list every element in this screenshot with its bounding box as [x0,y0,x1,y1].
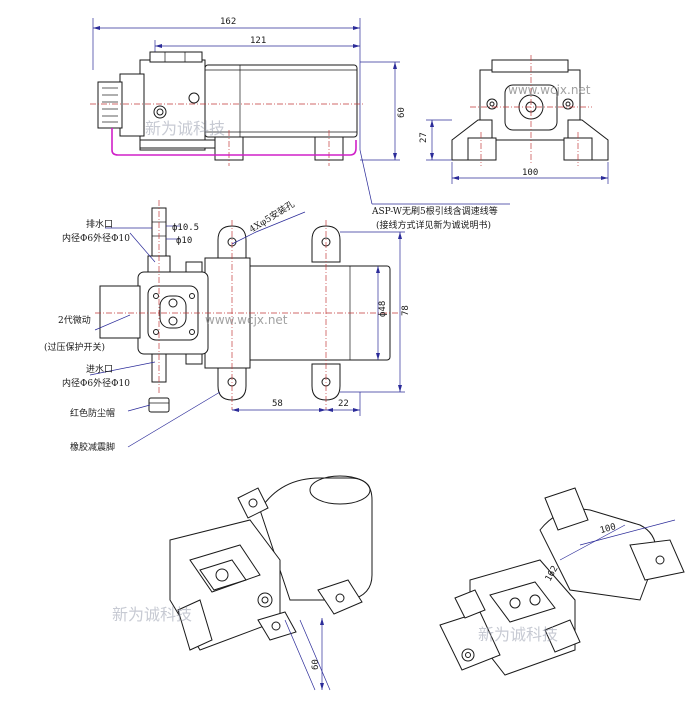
dim-iso-width: 100 [599,522,617,536]
side-view: 162 121 60 [90,17,407,166]
front-view: 100 27 [419,55,609,184]
label-rubber-feet: 橡胶减震脚 [70,441,115,453]
dim-mount-left: 58 [272,399,283,409]
label-inlet: 进水口 [86,363,113,375]
watermark-brand-2: 新为诚科技 [112,605,192,624]
dim-motor-diameter: ф48 [378,301,388,317]
dim-port-outer: ф10.5 [172,223,199,233]
label-wiring-note: (接线方式详见新为诚说明书) [376,219,491,231]
label-dust-cap: 红色防尘帽 [70,407,115,419]
callout-leaders [89,149,510,448]
label-outlet: 排水口 [86,218,113,230]
watermark-brand-3: 新为诚科技 [478,625,558,644]
label-wiring: ASP-W无刷5根引线含调速线等 [371,205,498,217]
watermark-brand-1: 新为诚科技 [145,119,225,138]
isometric-view-left: 60 [169,475,373,691]
watermark-url-2: www.wcjx.net [205,313,288,327]
dim-height: 60 [397,107,407,118]
dim-overall-length: 162 [220,17,236,27]
isometric-view-right: 162 100 [439,487,685,676]
dim-mount-right: 22 [338,399,349,409]
dim-iso-height: 60 [311,659,321,670]
watermark-url-1: www.wcjx.net [508,83,591,97]
label-micro-switch: 2代微动 [58,314,91,326]
dim-foot-height: 27 [419,132,429,143]
dim-port-inner: ф10 [176,236,192,246]
label-mount-holes: 4Xφ5安装孔 [247,198,297,235]
label-micro-switch-note: (过压保护开关) [44,341,105,353]
top-view: 78 ф48 58 22 ф10.5 ф10 [95,200,411,416]
label-outlet-spec: 内径Φ6外径Φ10 [62,232,130,244]
label-inlet-spec: 内径Φ6外径Φ10 [62,377,130,389]
dim-front-width: 100 [522,168,538,178]
dim-body-length: 121 [250,36,266,46]
dim-mount-vertical: 78 [401,305,411,316]
